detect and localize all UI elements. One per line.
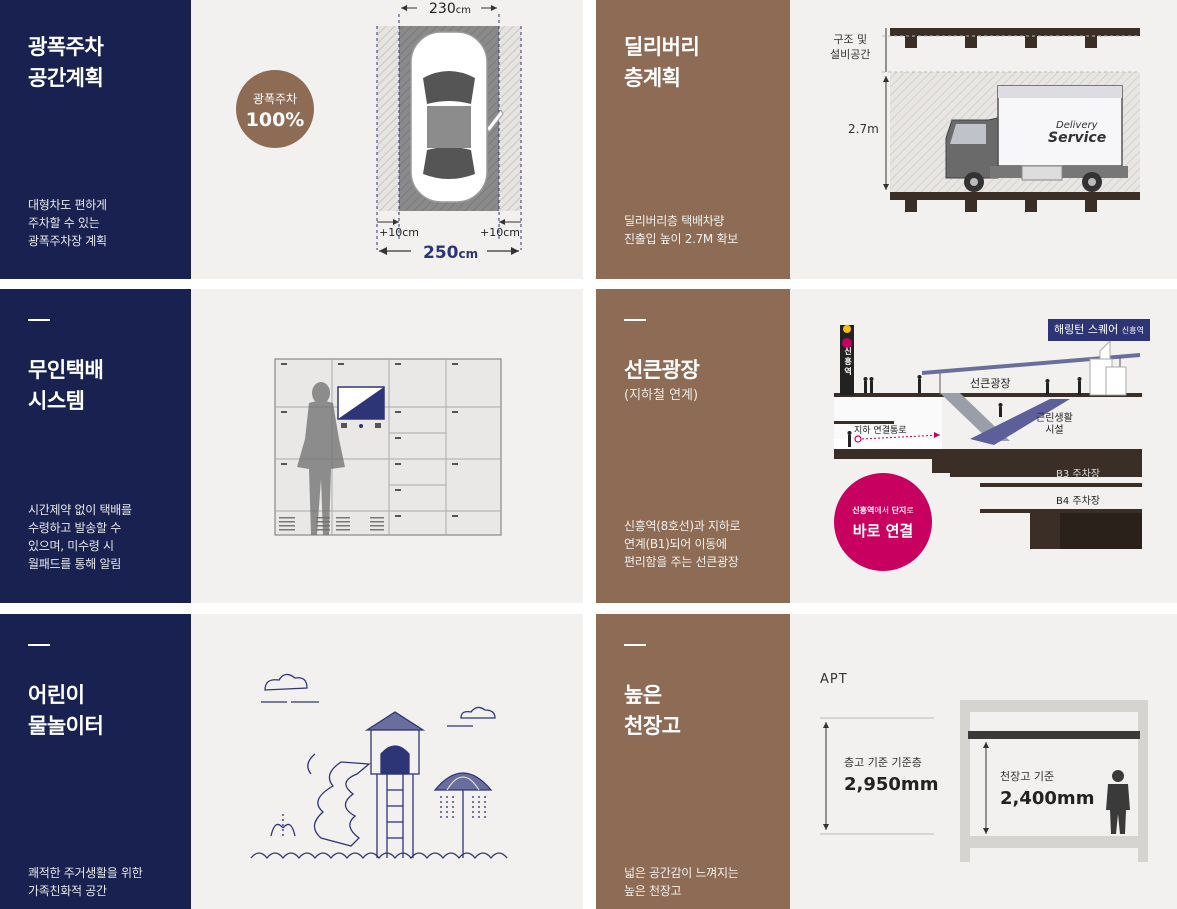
- parking-margin-left: [377, 26, 399, 211]
- panel-sunken-plaza: 선큰광장 (지하철 연계) 신흥역(8호선)과 지하로 연계(B1)되어 이동에…: [596, 289, 1177, 603]
- panel-title: 어린이 물놀이터: [28, 683, 104, 738]
- panel-description: 넓은 공간감이 느껴지는 높은 천장고: [624, 866, 739, 898]
- dim-side-right: +10cm: [480, 226, 520, 239]
- panel-sidebar: 딜리버리 층계획 딜리버리층 택배차량 진출입 높이 2.7M 확보: [596, 0, 790, 279]
- people-icon: [847, 375, 1082, 447]
- cloud-icon: [447, 706, 496, 727]
- cloud-icon: [261, 673, 319, 703]
- badge-small-text: 신흥역에서 단지로: [852, 506, 914, 515]
- title-dash: [28, 319, 50, 321]
- sunken-plaza-diagram: .: [834, 325, 1142, 549]
- delivery-truck-icon: Delivery Service: [945, 85, 1128, 192]
- panel-water-playground: 어린이 물놀이터 쾌적한 주거생활을 위한 가족친화적 공간: [0, 614, 583, 909]
- underpass-label: 지하 연결통로: [854, 426, 907, 436]
- truck-text-service: Service: [1048, 130, 1106, 146]
- panel-title: 높은 천장고: [624, 683, 681, 738]
- panel-description: 대형차도 편하게 주차할 수 있는 광폭주차장 계획: [28, 198, 107, 248]
- title-dash: [624, 319, 646, 321]
- ceiling-height-label: 천장고 기준: [1000, 770, 1055, 783]
- panel-sidebar: 높은 천장고 넓은 공간감이 느껴지는 높은 천장고: [596, 614, 790, 909]
- badge-value: 100%: [245, 109, 305, 131]
- panel-description: 딜리버리층 택배차량 진출입 높이 2.7M 확보: [624, 214, 738, 246]
- panel-title: 딜리버리 층계획: [624, 35, 700, 90]
- title-dash: [624, 644, 646, 646]
- panel-illustration: [191, 614, 583, 909]
- badge-label: 광폭주차: [252, 92, 298, 106]
- panel-title: 광폭주차 공간계획: [28, 35, 104, 90]
- dim-side-left: +10cm: [379, 226, 419, 239]
- wide-parking-badge: 광폭주차 100%: [236, 70, 314, 148]
- b3-parking-label: B3 주차장: [1056, 469, 1101, 480]
- car-icon: [410, 31, 504, 203]
- tower-label: 해링턴 스퀘어: [1054, 323, 1119, 336]
- panel-illustration: . 신 흥 역 해링턴 스퀘어 신흥역 선큰광장 지하 연결통로 근린생활 시설…: [790, 289, 1177, 603]
- playground-diagram: [250, 673, 508, 860]
- apt-label: APT: [820, 672, 848, 687]
- person-icon: [1106, 770, 1130, 834]
- plaza-label: 선큰광장: [970, 377, 1011, 390]
- panel-description: 쾌적한 주거생활을 위한 가족친화적 공간: [28, 866, 143, 898]
- panel-sidebar: 광폭주차 공간계획 대형차도 편하게 주차할 수 있는 광폭주차장 계획: [0, 0, 191, 279]
- lower-slab: [890, 192, 1140, 200]
- panel-illustration: [191, 289, 583, 603]
- facility-label: 근린생활 시설: [1036, 413, 1073, 436]
- label-clear-height: 2.7m: [848, 122, 879, 136]
- station-label: 신 흥 역: [844, 347, 852, 376]
- panel-sidebar: 무인택배 시스템 시간제약 없이 택배를 수령하고 발송할 수 있으며, 미수령…: [0, 289, 191, 603]
- panel-sidebar: 어린이 물놀이터 쾌적한 주거생활을 위한 가족친화적 공간: [0, 614, 191, 909]
- truck-text-delivery: Delivery: [1056, 120, 1099, 131]
- panel-description: 신흥역(8호선)과 지하로 연계(B1)되어 이동에 편리함을 주는 선큰광장: [624, 519, 741, 569]
- panel-illustration: APT 층고 기준 기준층 2,950mm 천장고 기준 2,400mm: [790, 614, 1177, 909]
- floor-height-label: 층고 기준 기준층: [844, 756, 922, 769]
- panel-delivery-floor: 딜리버리 층계획 딜리버리층 택배차량 진출입 높이 2.7M 확보: [596, 0, 1177, 279]
- title-dash: [28, 644, 50, 646]
- dim-bottom-value: 250cm: [423, 243, 478, 263]
- parking-margin-right: [499, 26, 521, 211]
- ceiling-slab: [968, 731, 1140, 739]
- panel-high-ceiling: 높은 천장고 넓은 공간감이 느껴지는 높은 천장고 APT: [596, 614, 1177, 909]
- parking-diagram: 230cm +10cm +10cm 250cm: [376, 1, 522, 263]
- badge-big-text: 바로 연결: [852, 522, 914, 540]
- locker-diagram: [274, 358, 502, 536]
- ceiling-height-value: 2,400mm: [1000, 788, 1095, 809]
- panel-wide-parking: 광폭주차 공간계획 대형차도 편하게 주차할 수 있는 광폭주차장 계획: [0, 0, 583, 279]
- panel-illustration: 230cm +10cm +10cm 250cm 광폭주차 100%: [191, 0, 583, 279]
- direct-connection-badge: 신흥역에서 단지로 바로 연결: [834, 473, 932, 571]
- upper-slab: [890, 28, 1140, 36]
- delivery-diagram: Delivery Service: [882, 28, 1140, 212]
- panel-illustration: Delivery Service 구조 및 설비공간 2.7m: [790, 0, 1177, 279]
- panel-title: 무인택배 시스템: [28, 358, 104, 413]
- person-silhouette-icon: [297, 382, 345, 535]
- fountain-icon: [270, 814, 296, 837]
- dim-top-value: 230cm: [429, 1, 471, 17]
- panel-unmanned-locker: 무인택배 시스템 시간제약 없이 택배를 수령하고 발송할 수 있으며, 미수령…: [0, 289, 583, 603]
- b4-parking-label: B4 주차장: [1056, 496, 1101, 507]
- label-structure-space: 구조 및 설비공간: [830, 33, 871, 61]
- panel-subtitle: (지하철 연계): [624, 388, 699, 403]
- floor-height-value: 2,950mm: [844, 774, 939, 795]
- ceiling-height-diagram: [820, 700, 1148, 862]
- tower-label-box: 해링턴 스퀘어 신흥역: [1048, 319, 1150, 341]
- panel-title: 선큰광장: [624, 358, 700, 382]
- tower-sub: 신흥역: [1121, 326, 1144, 335]
- panel-sidebar: 선큰광장 (지하철 연계) 신흥역(8호선)과 지하로 연계(B1)되어 이동에…: [596, 289, 790, 603]
- panel-description: 시간제약 없이 택배를 수령하고 발송할 수 있으며, 미수령 시 월패드를 통…: [28, 503, 132, 571]
